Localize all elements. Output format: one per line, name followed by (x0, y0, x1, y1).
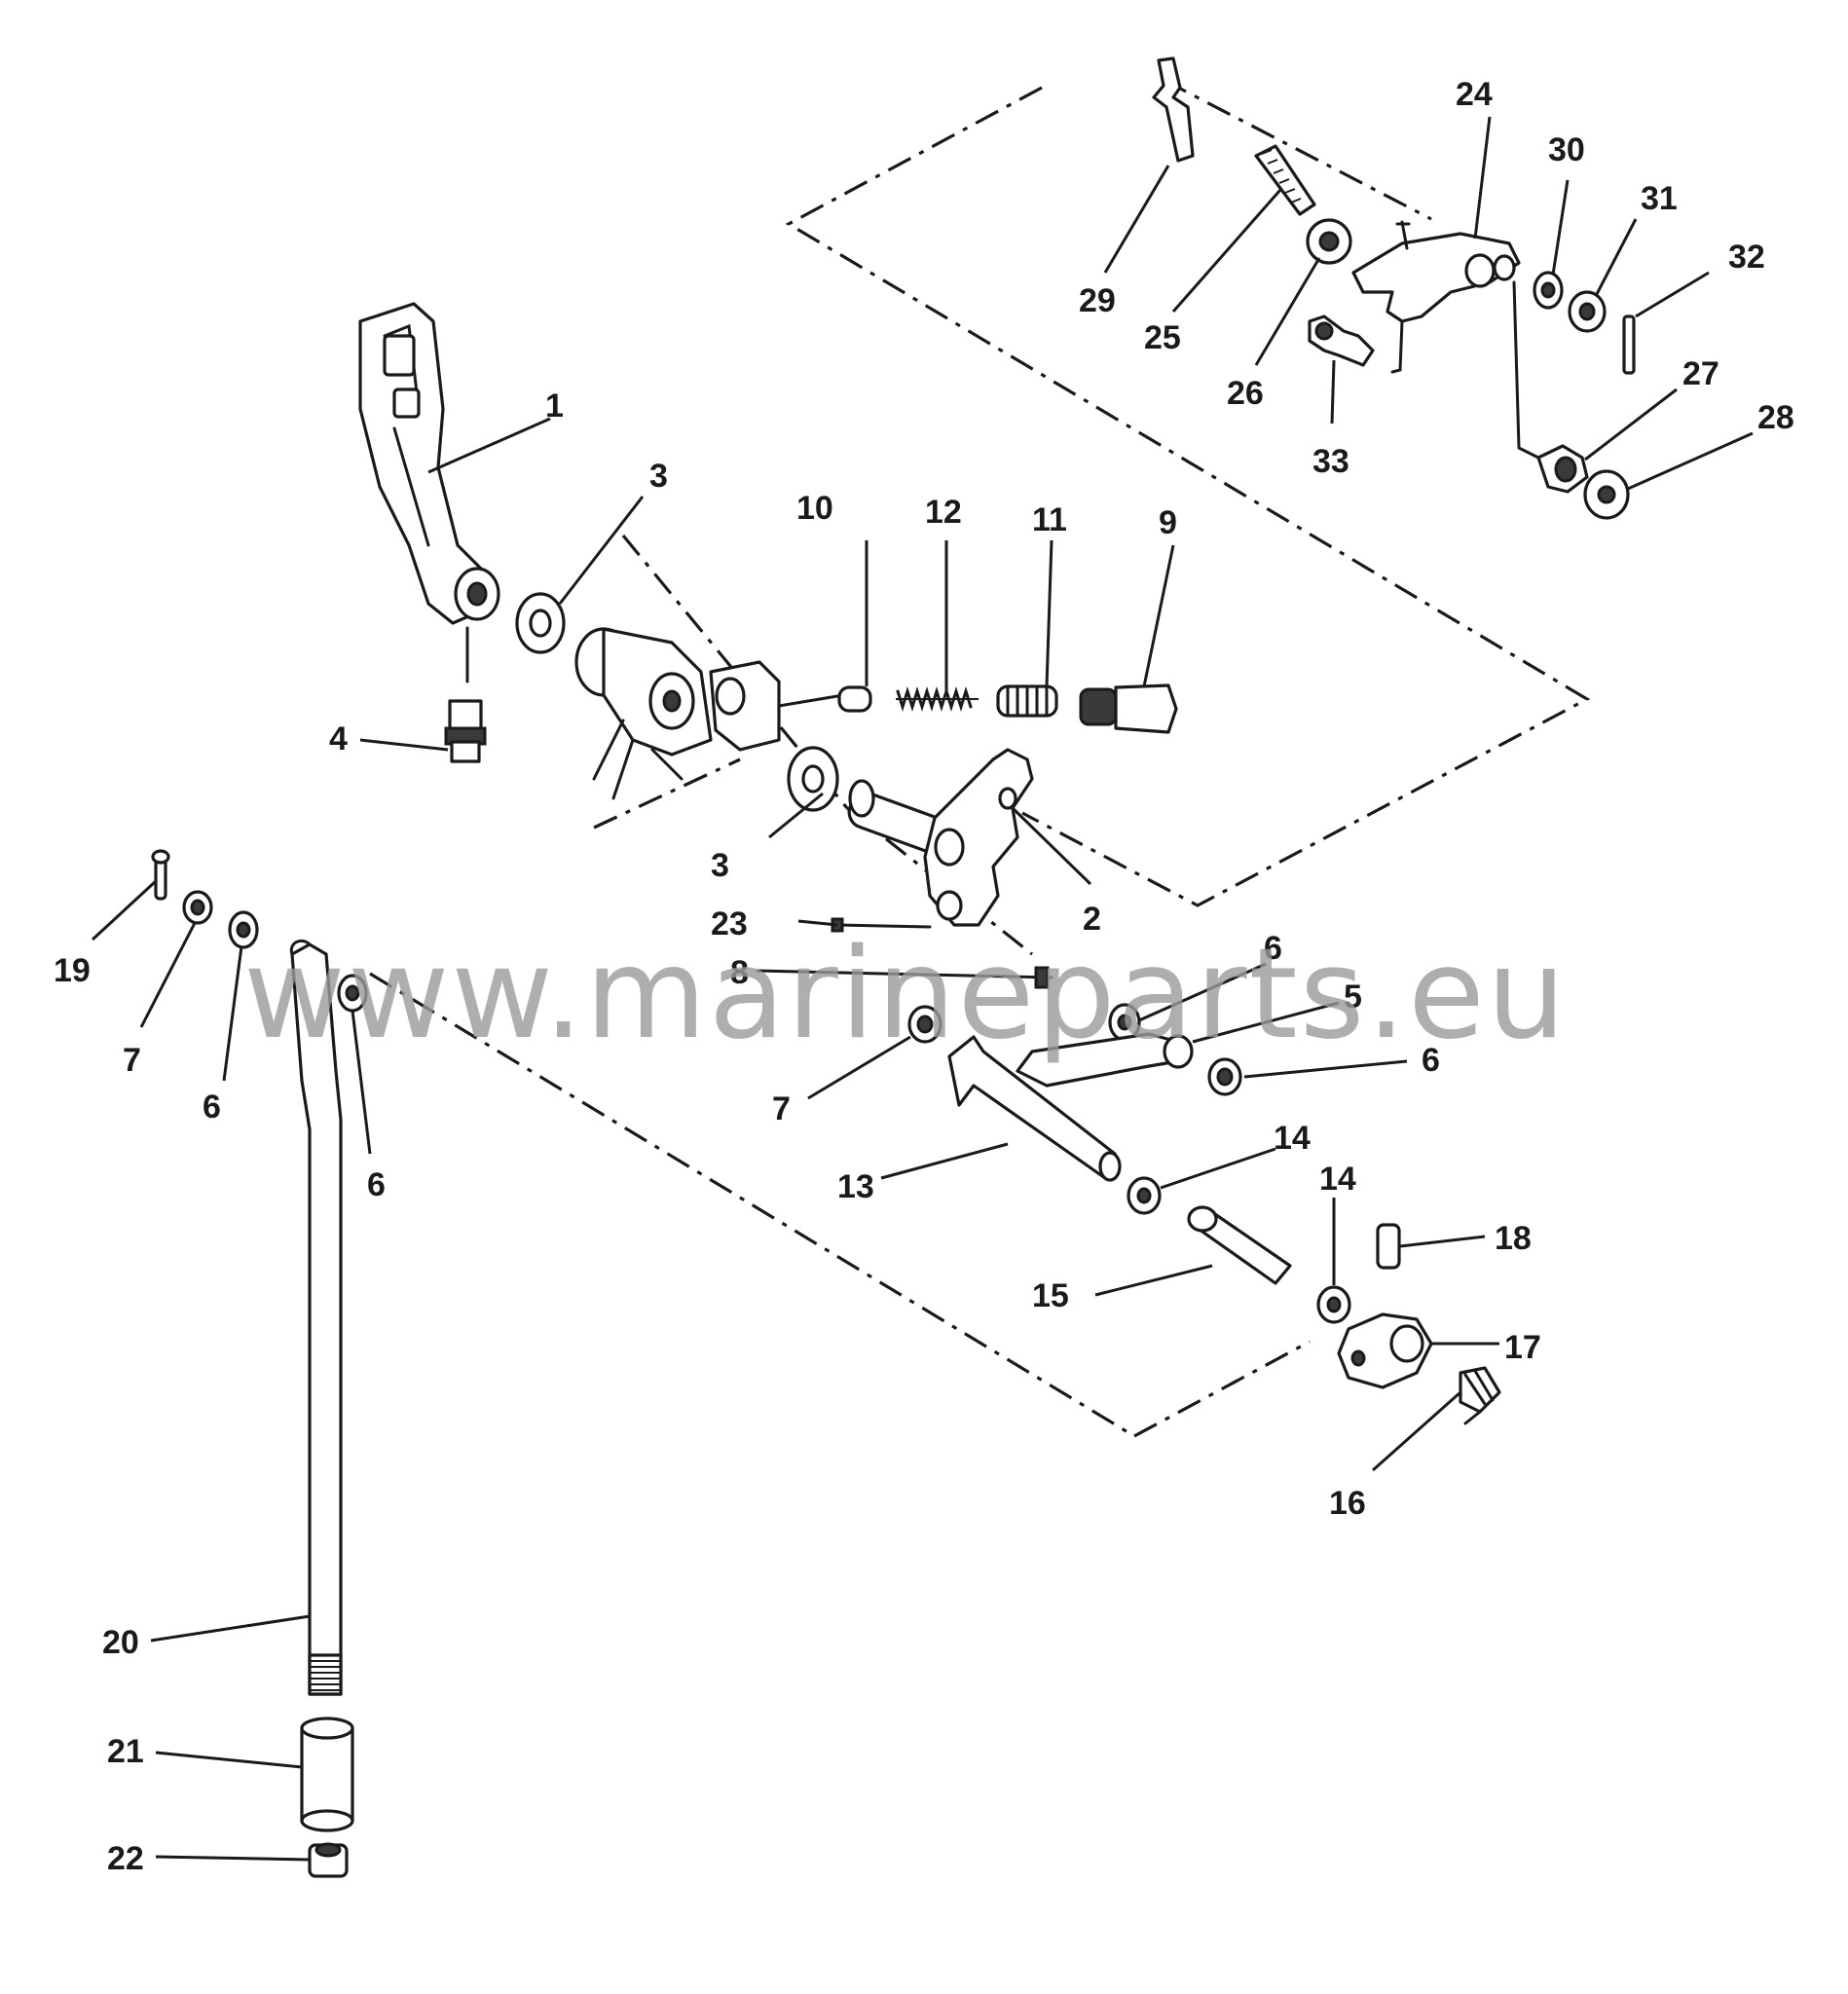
pin-19 (151, 849, 170, 901)
callout-23: 23 (711, 905, 748, 942)
washer-6-left-b (337, 974, 368, 1013)
clip-29 (1152, 56, 1195, 163)
nut-26 (1306, 218, 1352, 265)
callout-26: 26 (1227, 375, 1264, 412)
callout-12: 12 (925, 494, 962, 531)
callout-25: 25 (1144, 319, 1181, 356)
detent-spring-12 (896, 685, 979, 713)
callout-leaders (91, 116, 1754, 1862)
callout-13: 13 (837, 1168, 874, 1205)
callout-10: 10 (796, 490, 833, 527)
washer-3-lower (787, 746, 839, 812)
callout-11: 11 (1032, 501, 1067, 538)
bolt-4 (444, 626, 487, 763)
callout-22: 22 (107, 1840, 144, 1877)
callout-6-right: 6 (1422, 1042, 1440, 1079)
washer-6-left-a (228, 910, 259, 949)
callout-7-center: 7 (772, 1090, 791, 1127)
callout-18: 18 (1495, 1220, 1532, 1257)
cap-28 (1583, 469, 1630, 520)
rod-thread (308, 1653, 343, 1696)
callout-14-left: 14 (1274, 1120, 1311, 1157)
callout-8: 8 (730, 954, 749, 991)
link-rod-5 (1016, 1032, 1194, 1088)
callout-32: 32 (1728, 239, 1765, 276)
callout-3-lower: 3 (711, 847, 729, 884)
callout-6-left-a: 6 (203, 1089, 221, 1126)
washer-7-left (182, 890, 213, 925)
rod-8 (756, 966, 1053, 989)
washer-7-center (907, 1005, 942, 1044)
nut-31 (1568, 290, 1607, 333)
callout-17: 17 (1504, 1329, 1541, 1366)
washer-3-upper (515, 592, 566, 654)
callout-16: 16 (1329, 1485, 1366, 1522)
detent-plug-9 (1079, 683, 1178, 734)
watermark-text: www.marineparts.eu (243, 922, 1568, 1067)
washer-6-right (1207, 1057, 1242, 1096)
callout-7-left: 7 (123, 1042, 141, 1079)
callout-21: 21 (107, 1733, 144, 1770)
callout-24: 24 (1456, 76, 1493, 113)
callout-4: 4 (329, 720, 348, 757)
bolt-33 (1308, 314, 1375, 367)
callout-31: 31 (1641, 180, 1678, 217)
callout-6-left-b: 6 (367, 1166, 386, 1203)
nut-22 (308, 1842, 349, 1878)
callout-27: 27 (1682, 355, 1719, 392)
callout-labels: 1 2 3 3 4 5 6 6 6 6 7 7 8 9 10 11 12 13 … (54, 76, 1794, 1877)
shift-arm-2 (847, 748, 1034, 927)
detent-ball-10 (837, 685, 872, 713)
callout-19: 19 (54, 952, 91, 989)
shift-pivot-housing (574, 627, 839, 800)
shift-cam-17 (1337, 1312, 1433, 1389)
callout-15: 15 (1032, 1277, 1069, 1314)
shift-lever-handle (358, 302, 500, 625)
bushing-15 (1187, 1205, 1292, 1285)
callout-33: 33 (1312, 443, 1349, 480)
callout-1: 1 (545, 388, 564, 425)
coupler-21 (300, 1717, 354, 1832)
callout-6-center: 6 (1264, 930, 1282, 967)
shift-rod-20 (289, 939, 343, 1696)
shift-shaft-13 (947, 1035, 1122, 1182)
callout-29: 29 (1079, 282, 1116, 319)
ball-joint-27 (1536, 444, 1589, 494)
spring-16 (1459, 1366, 1501, 1425)
callout-5: 5 (1344, 979, 1362, 1015)
pin-18 (1376, 1223, 1401, 1270)
callout-30: 30 (1548, 131, 1585, 168)
detent-spring-11 (996, 684, 1058, 718)
callout-28: 28 (1757, 399, 1794, 436)
callout-20: 20 (102, 1624, 139, 1661)
callout-14-right: 14 (1319, 1161, 1356, 1198)
lever-bracket-24 (1351, 220, 1540, 460)
washer-14-left (1127, 1176, 1162, 1215)
pin-32 (1622, 314, 1636, 375)
screw-25 (1254, 144, 1316, 216)
washer-14-right (1316, 1285, 1351, 1324)
washer-30 (1533, 271, 1564, 310)
callout-9: 9 (1159, 504, 1177, 541)
callout-3-upper: 3 (649, 458, 668, 495)
callout-2: 2 (1083, 901, 1101, 938)
